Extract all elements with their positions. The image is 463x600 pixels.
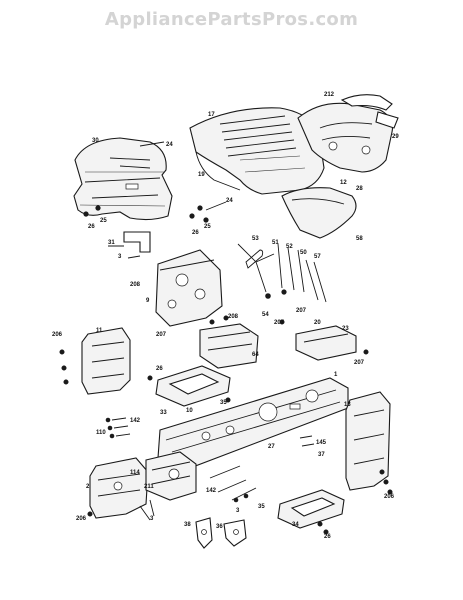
dash-panel-part <box>155 249 223 327</box>
callout-label: 212 <box>324 92 335 98</box>
callout-label: 206 <box>384 494 395 500</box>
callout-label: 26 <box>192 230 199 236</box>
fender-bracket-hardware <box>83 141 227 259</box>
callout-label: 35 <box>220 400 227 406</box>
callout-label: 207 <box>354 360 365 366</box>
callout-label: 13 <box>344 402 351 408</box>
callout-label: 3 <box>150 516 154 522</box>
callout-label: 207 <box>156 332 167 338</box>
callout-label: 26 <box>88 224 95 230</box>
left-side-panel-part <box>59 327 131 395</box>
watermark-text: AppliancePartsPros.com <box>104 9 359 30</box>
callout-label: 1 <box>334 372 338 378</box>
callout-label: 19 <box>198 172 205 178</box>
callout-label: 31 <box>108 240 115 246</box>
callout-label: 50 <box>300 250 307 256</box>
callout-label: 30 <box>92 138 99 144</box>
callout-label: 51 <box>272 240 279 246</box>
callout-label: 20 <box>314 320 321 326</box>
steering-mount-part <box>145 451 197 501</box>
callout-label: 37 <box>318 452 325 458</box>
grille-headlight-part <box>297 94 399 173</box>
callout-label: 24 <box>226 198 233 204</box>
callout-label: 54 <box>262 312 269 318</box>
callout-label: 26 <box>324 534 331 540</box>
callout-label: 38 <box>184 522 191 528</box>
callout-label: 34 <box>292 522 299 528</box>
callout-label: 110 <box>96 430 106 436</box>
callout-label: 35 <box>258 504 265 510</box>
callout-label: 208 <box>130 282 141 288</box>
callout-label: 207 <box>274 320 285 326</box>
callout-label: 2 <box>86 484 90 490</box>
callout-label: 52 <box>286 244 293 250</box>
rear-fender-part <box>73 137 173 221</box>
callout-label: 145 <box>316 440 327 446</box>
callout-label: 25 <box>100 218 107 224</box>
callout-label: 24 <box>166 142 173 148</box>
callout-label: 142 <box>206 488 217 494</box>
small-bracket-parts <box>195 517 247 549</box>
callout-label: 9 <box>146 298 150 304</box>
callout-label: 12 <box>340 180 347 186</box>
callout-labels: 30 24 17 212 29 19 12 28 25 26 24 25 26 … <box>52 92 399 540</box>
pedal-bracket-part <box>279 319 369 361</box>
bolt-hardware <box>105 417 315 521</box>
rear-footrest-part <box>277 489 345 535</box>
callout-label: 25 <box>204 224 211 230</box>
callout-label: 53 <box>252 236 259 242</box>
callout-label: 33 <box>160 410 167 416</box>
callout-label: 114 <box>130 470 140 476</box>
console-box-part <box>199 315 259 369</box>
hood-part <box>189 107 325 195</box>
callout-label: 29 <box>392 134 399 140</box>
callout-label: 17 <box>208 112 215 118</box>
linkage-rod-parts <box>237 243 327 303</box>
callout-label: 36 <box>216 524 223 530</box>
main-frame-part <box>157 377 349 469</box>
right-side-panel-part <box>345 391 393 495</box>
callout-label: 206 <box>52 332 63 338</box>
callout-label: 28 <box>356 186 363 192</box>
callout-label: 3 <box>118 254 122 260</box>
callout-label: 206 <box>76 516 87 522</box>
callout-label: 10 <box>186 408 193 414</box>
callout-label: 211 <box>144 484 154 490</box>
footrest-tray-part <box>147 365 231 407</box>
deck-shield-part <box>281 187 357 239</box>
callout-label: 23 <box>342 326 349 332</box>
callout-label: 27 <box>268 444 275 450</box>
callout-label: 58 <box>356 236 363 242</box>
callout-label: 3 <box>236 508 240 514</box>
callout-label: 142 <box>130 418 141 424</box>
callout-label: 11 <box>96 328 103 334</box>
callout-label: 64 <box>252 352 259 358</box>
callout-label: 26 <box>156 366 163 372</box>
front-bracket-part <box>87 457 149 519</box>
callout-label: 208 <box>228 314 239 320</box>
callout-label: 207 <box>296 308 307 314</box>
callout-label: 57 <box>314 254 321 260</box>
